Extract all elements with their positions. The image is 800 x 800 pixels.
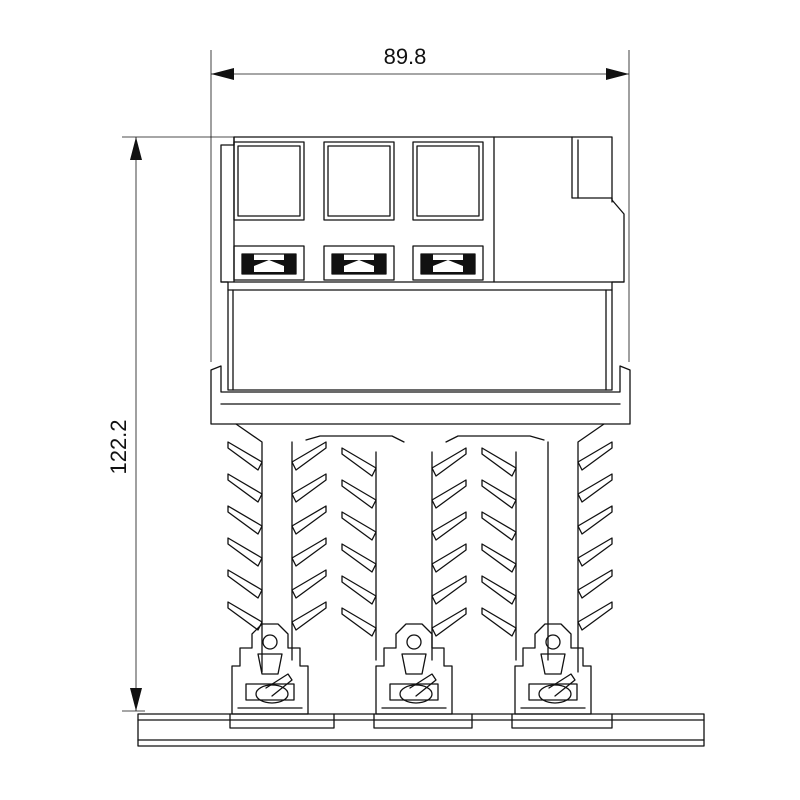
din-rail (137, 713, 705, 747)
width-dimension: 89.8 (210, 44, 630, 362)
terminal-block-3 (412, 141, 484, 281)
height-label: 122.2 (106, 419, 131, 474)
height-arrow-top (130, 137, 142, 160)
terminal-block-1 (233, 141, 305, 281)
width-arrow-right (606, 68, 629, 80)
rail-clip-2 (375, 623, 453, 715)
height-arrow-bottom (130, 688, 142, 711)
width-arrow-left (211, 68, 234, 80)
height-dimension: 122.2 (106, 136, 236, 712)
width-label: 89.8 (384, 44, 427, 69)
rail-clip-1 (231, 623, 309, 715)
rail-clip-3 (514, 623, 592, 715)
heatsink-base (210, 365, 631, 425)
terminal-block-2 (323, 141, 395, 281)
